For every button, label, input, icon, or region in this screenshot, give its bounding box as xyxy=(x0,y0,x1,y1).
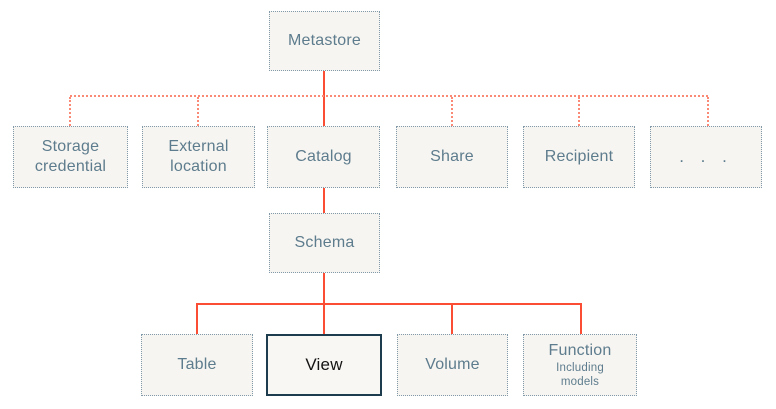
connector-to-external-location xyxy=(197,97,199,126)
node-catalog: Catalog xyxy=(267,126,380,188)
node-metastore-label: Metastore xyxy=(288,32,361,49)
connector-to-recipient xyxy=(578,97,580,126)
connector-to-volume xyxy=(451,304,453,334)
node-storage-credential-label: Storage credential xyxy=(34,138,107,175)
connector-to-function xyxy=(580,304,582,334)
node-external-location-label: External location xyxy=(168,138,229,175)
node-external-location: External location xyxy=(142,126,255,188)
node-recipient-label: Recipient xyxy=(544,148,614,165)
connector-catalog-to-schema xyxy=(323,188,325,213)
node-schema: Schema xyxy=(269,213,380,273)
node-share-label: Share xyxy=(430,148,474,165)
connector-row4-horizontal xyxy=(196,303,582,305)
node-volume-label: Volume xyxy=(425,356,480,373)
node-view-highlighted: View xyxy=(266,334,382,396)
node-function: Function Including models xyxy=(523,334,637,396)
node-metastore: Metastore xyxy=(269,11,380,71)
node-recipient: Recipient xyxy=(523,126,635,188)
connector-to-table xyxy=(196,304,198,334)
node-table-label: Table xyxy=(177,356,217,373)
connector-metastore-to-catalog xyxy=(323,71,325,127)
node-table: Table xyxy=(141,334,253,396)
node-ellipsis-label: . . . xyxy=(679,147,733,167)
node-schema-label: Schema xyxy=(294,234,355,251)
node-storage-credential: Storage credential xyxy=(13,126,128,188)
node-catalog-label: Catalog xyxy=(295,148,352,165)
node-share: Share xyxy=(396,126,508,188)
node-function-sublabel: Including models xyxy=(556,362,604,388)
node-volume: Volume xyxy=(397,334,508,396)
node-function-label: Function xyxy=(548,342,612,360)
node-view-label: View xyxy=(305,355,343,375)
connector-to-ellipsis xyxy=(707,97,709,126)
node-ellipsis: . . . xyxy=(650,126,762,188)
connector-row2-horizontal-dotted xyxy=(70,95,708,97)
connector-to-storage-credential xyxy=(69,97,71,126)
connector-to-share xyxy=(451,97,453,126)
